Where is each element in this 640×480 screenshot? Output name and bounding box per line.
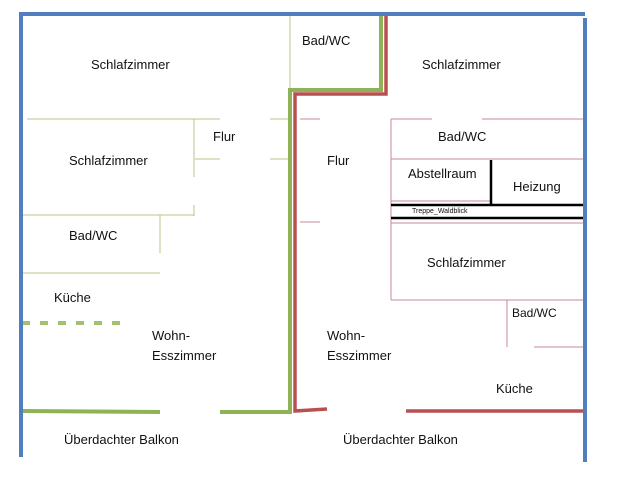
left-unit-wall-balcony	[21, 409, 161, 414]
room-label-left-bedroom-mid: Schlafzimmer	[69, 153, 148, 168]
room-label-storage: Abstellraum	[408, 166, 477, 181]
room-label-right-balcony: Überdachter Balkon	[343, 432, 458, 447]
right-unit-wall	[293, 14, 388, 413]
room-label-right-bedroom-top: Schlafzimmer	[422, 57, 501, 72]
room-label-right-living-2: Esszimmer	[327, 348, 392, 363]
room-label-left-living-1: Wohn-	[152, 328, 191, 343]
stair-walls	[391, 160, 587, 220]
room-label-stairs: Treppe_Waldblick	[412, 208, 468, 215]
right-inner-walls	[300, 118, 585, 348]
room-label-left-hall: Flur	[213, 129, 236, 144]
room-label-right-kitchen: Küche	[496, 381, 533, 396]
room-label-left-balcony: Überdachter Balkon	[64, 432, 179, 447]
room-label-top-bathroom: Bad/WC	[302, 33, 351, 48]
left-unit-wall	[220, 14, 383, 414]
room-label-right-bathroom: Bad/WC	[438, 129, 487, 144]
room-label-right-bathroom-small: Bad/WC	[512, 306, 557, 320]
outer-walls	[19, 12, 587, 462]
room-label-left-bedroom-top: Schlafzimmer	[91, 57, 170, 72]
room-label-heating: Heizung	[513, 179, 561, 194]
room-label-left-kitchen: Küche	[54, 290, 91, 305]
left-inner-walls	[22, 14, 291, 274]
room-label-right-hall: Flur	[327, 153, 350, 168]
room-label-right-living-1: Wohn-	[327, 328, 366, 343]
room-label-left-bathroom: Bad/WC	[69, 228, 118, 243]
room-label-left-living-2: Esszimmer	[152, 348, 217, 363]
room-label-right-bedroom-mid: Schlafzimmer	[427, 255, 506, 270]
